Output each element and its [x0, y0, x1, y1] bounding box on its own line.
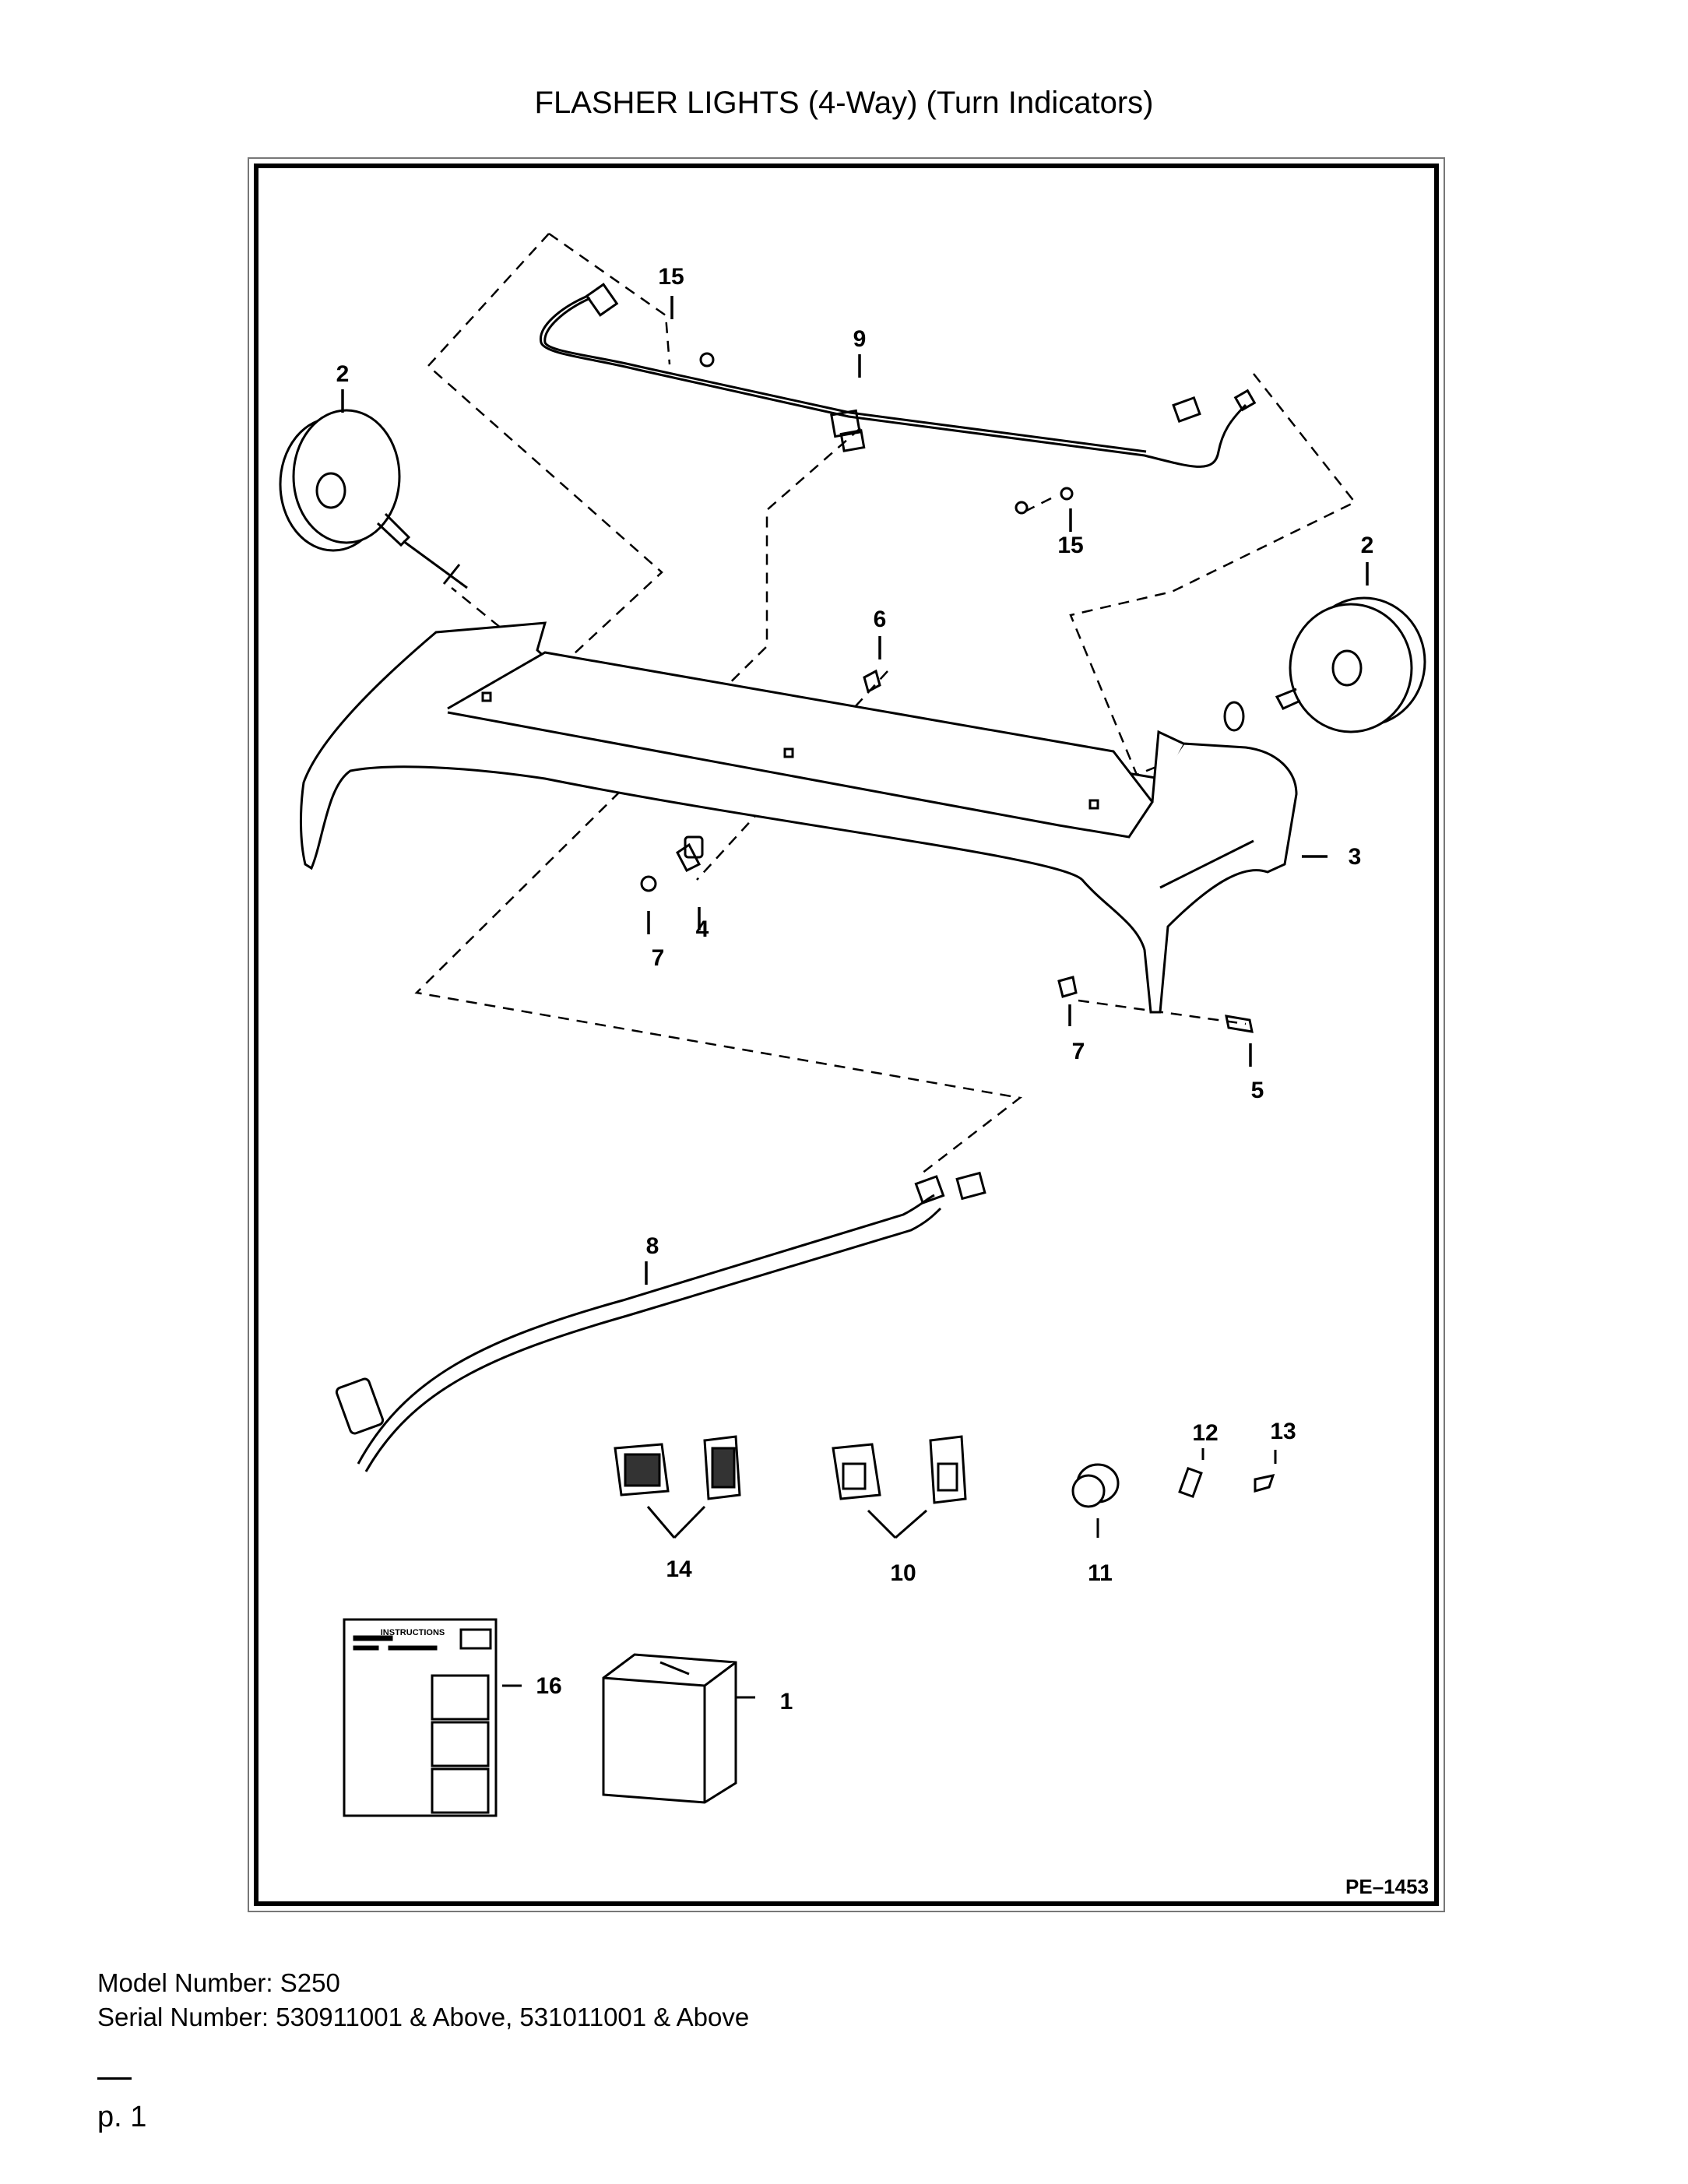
callout-16: 16 — [536, 1673, 561, 1699]
kit-box — [602, 1653, 755, 1804]
callout-2-left: 2 — [336, 361, 350, 387]
callout-1: 1 — [780, 1689, 793, 1714]
callout-7-left: 7 — [652, 945, 665, 971]
mounting-bracket — [299, 621, 1298, 1014]
diagram-outer-frame — [248, 157, 1445, 1912]
callout-8: 8 — [646, 1233, 659, 1259]
page-title: FLASHER LIGHTS (4-Way) (Turn Indicators) — [534, 86, 1154, 120]
callout-15-top: 15 — [658, 264, 684, 290]
callout-7-right: 7 — [1072, 1039, 1085, 1064]
switch-pair-14 — [614, 1435, 741, 1539]
model-number: Model Number: S250 — [97, 1968, 340, 1997]
drawing-code: PE–1453 — [1345, 1875, 1429, 1898]
diagram-frame — [254, 164, 1439, 1906]
page-number: p. 1 — [97, 2101, 147, 2133]
callout-11: 11 — [1088, 1560, 1113, 1586]
harness-9 — [540, 283, 1257, 468]
instructions-card — [343, 1618, 522, 1817]
callout-5: 5 — [1251, 1078, 1264, 1103]
callout-14: 14 — [666, 1556, 692, 1582]
callout-12: 12 — [1192, 1420, 1218, 1446]
callout-2-right: 2 — [1361, 533, 1374, 558]
callout-3: 3 — [1349, 844, 1362, 870]
callout-15-right: 15 — [1057, 533, 1083, 558]
page-number-rule — [97, 2077, 132, 2080]
flasher-light-left — [279, 409, 468, 589]
callout-13: 13 — [1270, 1419, 1296, 1444]
part-13 — [1254, 1473, 1275, 1493]
part-12 — [1178, 1466, 1203, 1499]
flasher-unit-11 — [1071, 1463, 1120, 1538]
serial-number: Serial Number: 530911001 & Above, 531011… — [97, 2003, 750, 2031]
callout-4: 4 — [696, 916, 709, 942]
flasher-light-right — [1223, 596, 1426, 733]
fastener-hardware — [640, 669, 1254, 1033]
instructions-heading: INSTRUCTIONS — [381, 1628, 445, 1637]
callout-10: 10 — [890, 1560, 916, 1586]
switch-pair-10 — [832, 1435, 967, 1539]
harness-8 — [335, 1171, 986, 1472]
callout-9: 9 — [853, 326, 867, 352]
callout-6: 6 — [874, 607, 887, 632]
